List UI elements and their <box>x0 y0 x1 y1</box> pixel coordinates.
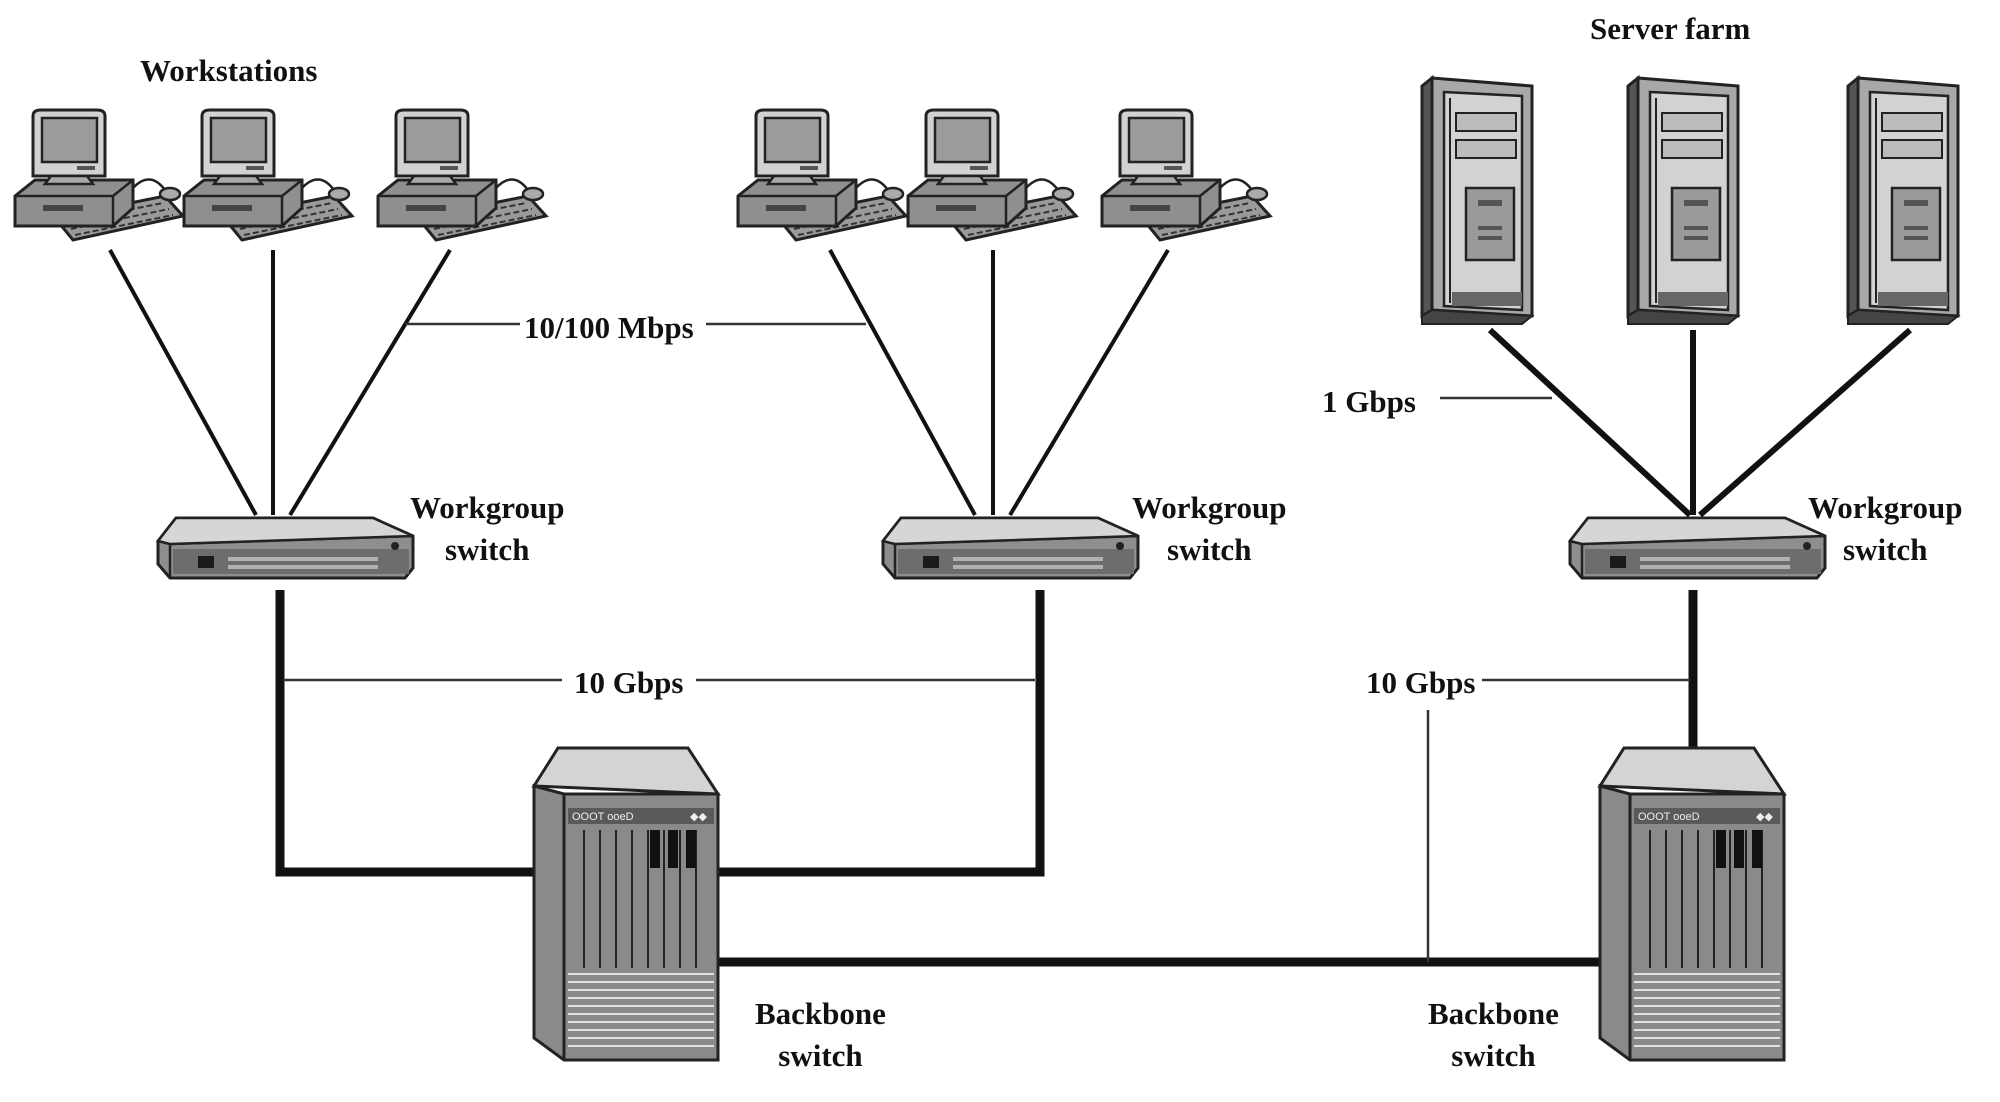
server-icon <box>1420 76 1534 326</box>
backbone-switch-label-line: Backbone <box>755 996 886 1031</box>
workgroup-switch-label: Workgroup switch <box>410 487 564 571</box>
backbone-led-text: ◆◆ <box>1756 811 1773 823</box>
server-links <box>1487 327 1912 518</box>
backbone-switch-icon <box>532 746 720 1062</box>
workgroup-switch-icon <box>156 516 415 580</box>
workstation-icon <box>13 108 185 242</box>
workgroup-switch-label: Workgroup switch <box>1132 487 1286 571</box>
backbone-switch-label-line: switch <box>1451 1038 1536 1073</box>
backbone-panel-text: OOOT ooeD <box>1638 811 1700 823</box>
workgroup-switch-label-line: switch <box>1167 532 1252 567</box>
backbone-panel-text: OOOT ooeD <box>572 811 634 823</box>
workstation-icon <box>376 108 548 242</box>
server-icon <box>1846 76 1960 326</box>
workstation-icon <box>1100 108 1272 242</box>
workstations-label: Workstations <box>140 53 318 88</box>
speed-label-10-100: 10/100 Mbps <box>520 307 698 349</box>
workgroup-switch-icon <box>881 516 1140 580</box>
workgroup-switch-label-line: switch <box>1843 532 1928 567</box>
backbone-switch-label: Backbone switch <box>755 993 886 1077</box>
server-icon <box>1626 76 1740 326</box>
callout-lines <box>283 322 1690 962</box>
workstation-icon <box>182 108 354 242</box>
workgroup-switch-label: Workgroup switch <box>1808 487 1962 571</box>
workgroup-switch-icon <box>1568 516 1827 580</box>
speed-label-1g: 1 Gbps <box>1322 384 1416 419</box>
speed-label-10g-left: 10 Gbps <box>570 662 688 704</box>
server-farm-label: Server farm <box>1590 11 1751 46</box>
backbone-switch-label: Backbone switch <box>1428 993 1559 1077</box>
workgroup-switch-label-line: Workgroup <box>1808 490 1963 525</box>
backbone-switch-label-line: Backbone <box>1428 996 1559 1031</box>
workstation-icon <box>906 108 1078 242</box>
backbone-switch-icon <box>1598 746 1786 1062</box>
workgroup-switch-label-line: switch <box>445 532 530 567</box>
backbone-links <box>275 590 1698 967</box>
workstation-icon <box>736 108 908 242</box>
backbone-led-text: ◆◆ <box>690 811 707 823</box>
speed-label-10g-right: 10 Gbps <box>1362 662 1480 704</box>
workgroup-switch-label-line: Workgroup <box>410 490 565 525</box>
backbone-switch-label-line: switch <box>778 1038 863 1073</box>
workgroup-switch-label-line: Workgroup <box>1132 490 1287 525</box>
workstation-links <box>108 248 1170 517</box>
